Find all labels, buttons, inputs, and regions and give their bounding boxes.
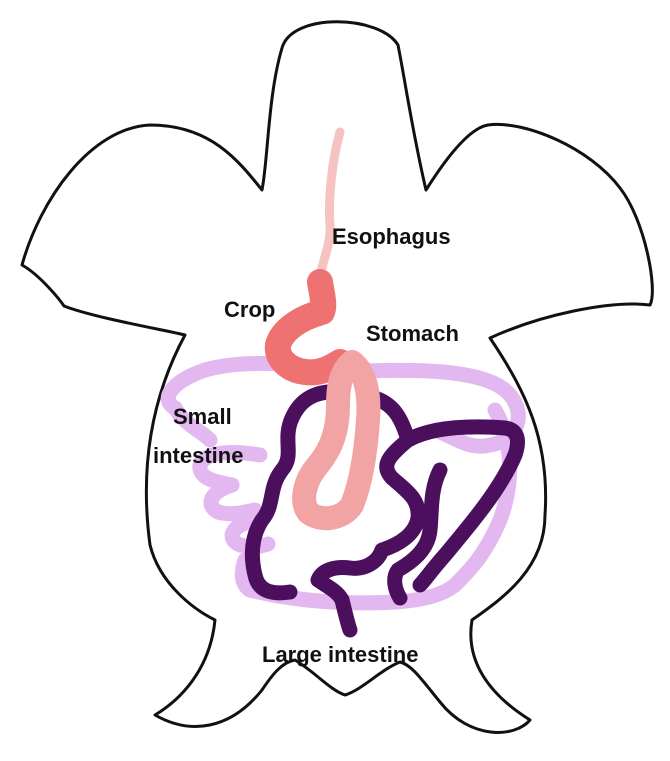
esophagus bbox=[320, 132, 340, 285]
label-small-intestine-line2: intestine bbox=[153, 443, 243, 468]
label-small-intestine-line1: Small bbox=[173, 404, 232, 429]
label-stomach: Stomach bbox=[366, 321, 459, 346]
stomach bbox=[304, 362, 368, 518]
label-large-intestine: Large intestine bbox=[262, 642, 418, 667]
crop bbox=[278, 282, 340, 372]
label-crop: Crop bbox=[224, 297, 275, 322]
label-esophagus: Esophagus bbox=[332, 224, 451, 249]
large-intestine bbox=[252, 392, 517, 630]
